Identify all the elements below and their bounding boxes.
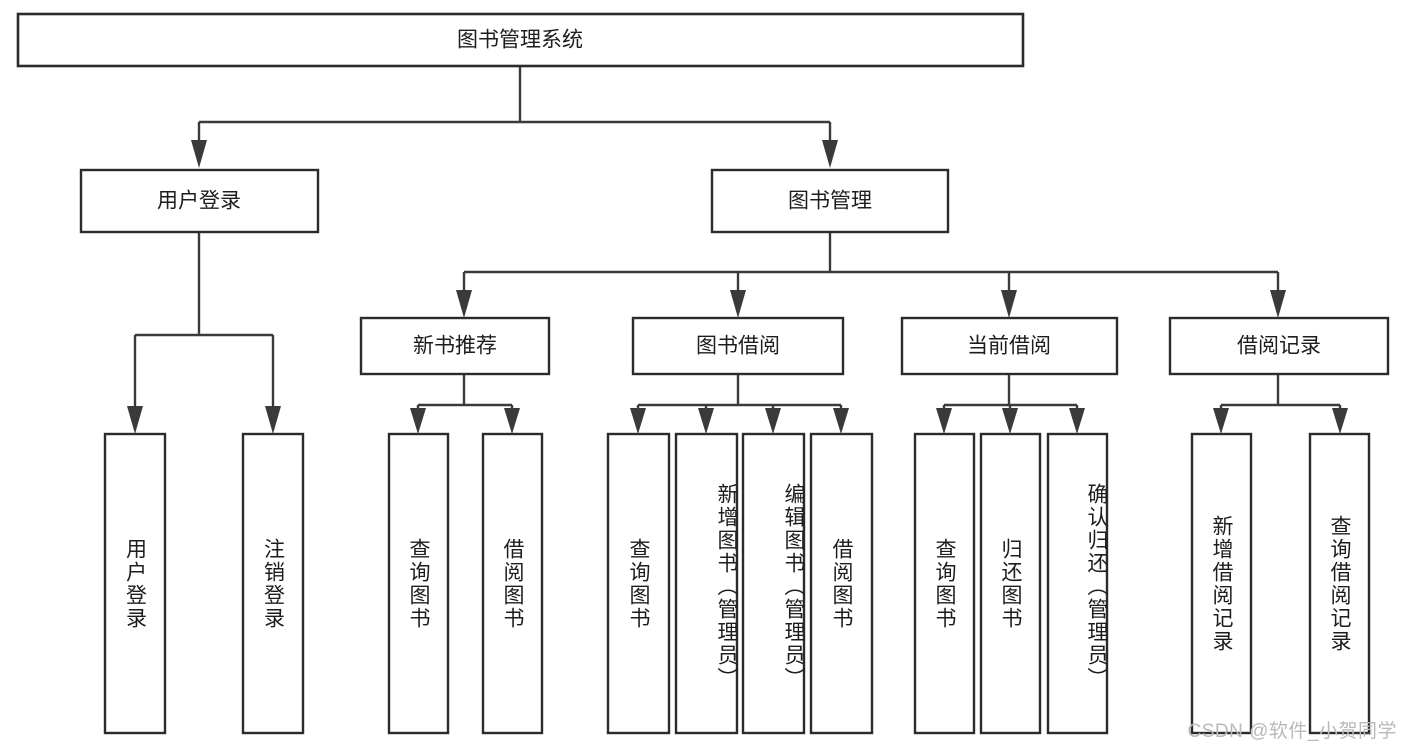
arrow-head-bb-leaf-3 (765, 408, 781, 434)
arrow-head-nb-leaf-1 (410, 408, 426, 434)
arrow-head-cb-leaf-3 (1069, 408, 1085, 434)
node-book-management-label: 图书管理 (788, 190, 872, 213)
arrow-head-bb-leaf-4 (833, 408, 849, 434)
node-new-book-recommend[interactable] (359, 316, 551, 376)
node-leaf-user-login[interactable] (103, 432, 167, 735)
arrow-head-leaf-logout (265, 406, 281, 434)
node-leaf-cb-return-book[interactable] (979, 432, 1042, 735)
arrow-head-book-borrow (730, 290, 746, 318)
node-leaf-bb-borrow-book[interactable] (809, 432, 874, 735)
node-book-borrow[interactable] (631, 316, 845, 376)
node-current-borrow-label: 当前借阅 (967, 335, 1051, 358)
node-root-label: 图书管理系统 (457, 29, 583, 52)
node-current-borrow[interactable] (900, 316, 1119, 376)
node-user-login[interactable] (79, 168, 320, 234)
node-book-borrow-label: 图书借阅 (696, 335, 780, 358)
arrow-head-nb-leaf-2 (504, 408, 520, 434)
arrow-head-cb-leaf-2 (1002, 408, 1018, 434)
arrow-head-current-borrow (1001, 290, 1017, 318)
connectors-layer (127, 66, 1348, 434)
node-new-book-recommend-label: 新书推荐 (413, 335, 497, 358)
node-leaf-bb-query-book[interactable] (606, 432, 671, 735)
arrow-head-br-leaf-1 (1213, 408, 1229, 434)
arrow-head-leaf-user-login (127, 406, 143, 434)
arrow-head-book-manage (822, 140, 838, 168)
node-leaf-cb-query-book[interactable] (913, 432, 976, 735)
node-borrow-record[interactable] (1168, 316, 1390, 376)
node-leaf-nb-borrow-book[interactable] (481, 432, 544, 735)
node-leaf-cb-confirm-return[interactable] (1046, 432, 1109, 735)
arrow-head-bb-leaf-1 (630, 408, 646, 434)
node-leaf-logout[interactable] (241, 432, 305, 735)
node-user-login-label: 用户登录 (157, 190, 241, 213)
node-leaf-bb-edit-book[interactable] (741, 432, 806, 735)
arrow-head-user-login (191, 140, 207, 168)
nodes-layer: 图书管理系统 用户登录 图书管理 新书推荐 图书借阅 当前借阅 借阅记录 (16, 12, 1390, 735)
node-leaf-br-query-record[interactable] (1308, 432, 1371, 735)
watermark-text: CSDN @软件_小贺同学 (1187, 721, 1397, 742)
arrow-head-cb-leaf-1 (936, 408, 952, 434)
node-borrow-record-label: 借阅记录 (1237, 335, 1321, 358)
arrow-head-new-book (456, 290, 472, 318)
node-book-management[interactable] (710, 168, 950, 234)
node-root-book-management-system[interactable] (16, 12, 1025, 68)
node-leaf-br-add-record[interactable] (1190, 432, 1253, 735)
arrow-head-bb-leaf-2 (698, 408, 714, 434)
node-leaf-bb-add-book[interactable] (674, 432, 739, 735)
node-leaf-nb-query-book[interactable] (387, 432, 450, 735)
arrow-head-br-leaf-2 (1332, 408, 1348, 434)
arrow-head-borrow-record (1270, 290, 1286, 318)
